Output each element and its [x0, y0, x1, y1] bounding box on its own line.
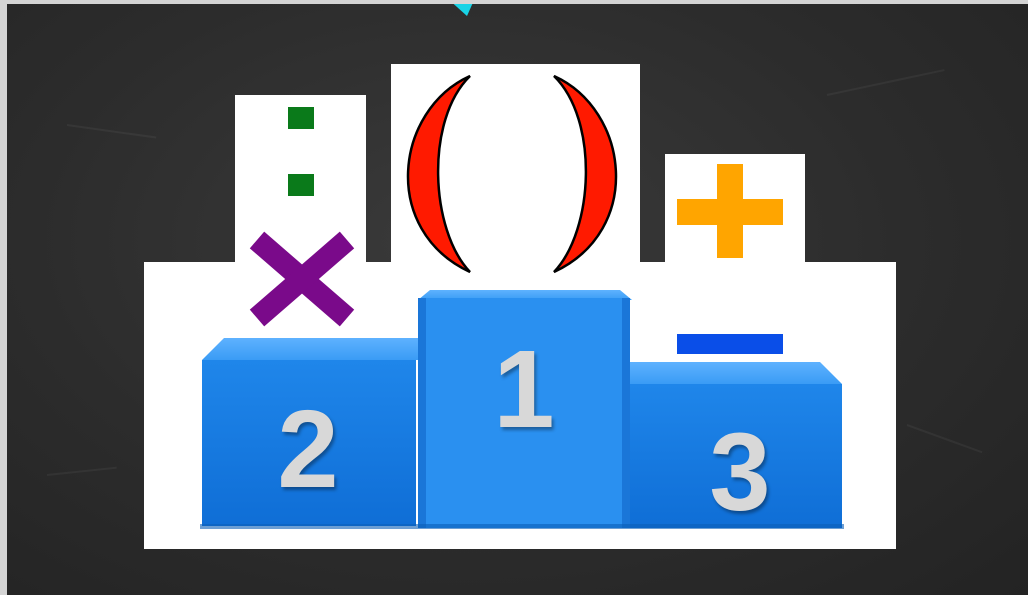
- parentheses-icon: [408, 76, 616, 272]
- podium-number-first: 1: [474, 335, 574, 445]
- minus-icon: [677, 334, 783, 354]
- podium-number-third: 3: [690, 418, 790, 528]
- podium-number-second: 2: [258, 395, 358, 505]
- plus-icon: [677, 164, 783, 258]
- multiplication-icon: [257, 240, 347, 318]
- division-icon: [288, 107, 314, 196]
